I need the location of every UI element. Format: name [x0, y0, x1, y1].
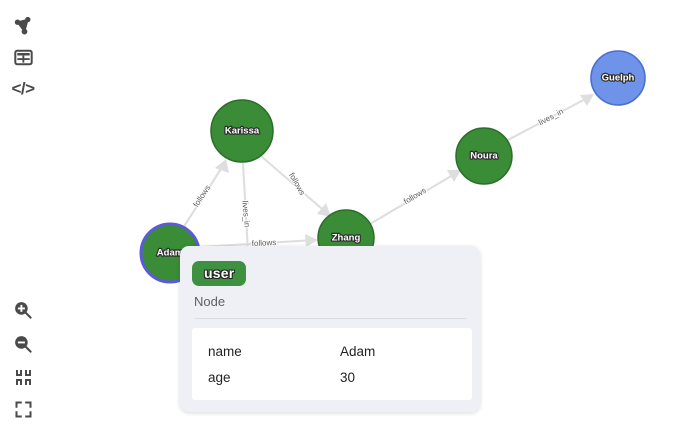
edge-label: follows [402, 186, 428, 206]
card-divider [194, 318, 466, 319]
table-row: age 30 [192, 364, 472, 390]
node-label: Noura [470, 151, 498, 162]
table-row: name Adam [192, 338, 472, 364]
edge-adam-karissa: follows [182, 159, 229, 229]
graph-node-guelph[interactable]: Guelph [590, 50, 646, 106]
edge-label: follows [192, 183, 213, 208]
edge-label: lives_in [240, 200, 251, 227]
node-type-badge: user [192, 261, 247, 286]
property-value: Adam [340, 343, 376, 359]
edge-karissa-zhang: follows [260, 155, 331, 217]
table-view-icon[interactable] [10, 44, 36, 70]
left-toolbar: </> [0, 0, 46, 445]
node-label: Guelph [602, 73, 635, 84]
code-view-glyph: </> [11, 79, 35, 98]
zoom-out-icon[interactable] [10, 331, 36, 357]
code-view-icon[interactable]: </> [10, 76, 36, 102]
node-label: Adam [157, 248, 183, 259]
property-table: name Adam age 30 [192, 328, 472, 400]
property-key: name [208, 343, 242, 359]
property-key: age [208, 369, 231, 385]
edge-label: lives_in [537, 107, 565, 127]
element-kind-label: Node [194, 294, 226, 309]
fit-to-screen-icon[interactable] [10, 364, 36, 390]
property-value: 30 [340, 369, 356, 385]
node-detail-panel: user Node name Adam age 30 [180, 246, 480, 412]
zoom-in-icon[interactable] [10, 297, 36, 323]
node-label: Zhang [332, 233, 361, 244]
edge-label: follows [287, 171, 307, 197]
node-label: Karissa [225, 126, 260, 137]
graph-node-noura[interactable]: Noura [455, 127, 513, 185]
graph-node-karissa[interactable]: Karissa [210, 99, 274, 163]
edge-noura-guelph: lives_in [507, 94, 594, 141]
fullscreen-icon[interactable] [10, 396, 36, 422]
edge-zhang-noura: follows [369, 170, 461, 225]
graph-view-icon[interactable] [10, 13, 36, 39]
edge-karissa-lives-in: lives_in [239, 162, 253, 253]
